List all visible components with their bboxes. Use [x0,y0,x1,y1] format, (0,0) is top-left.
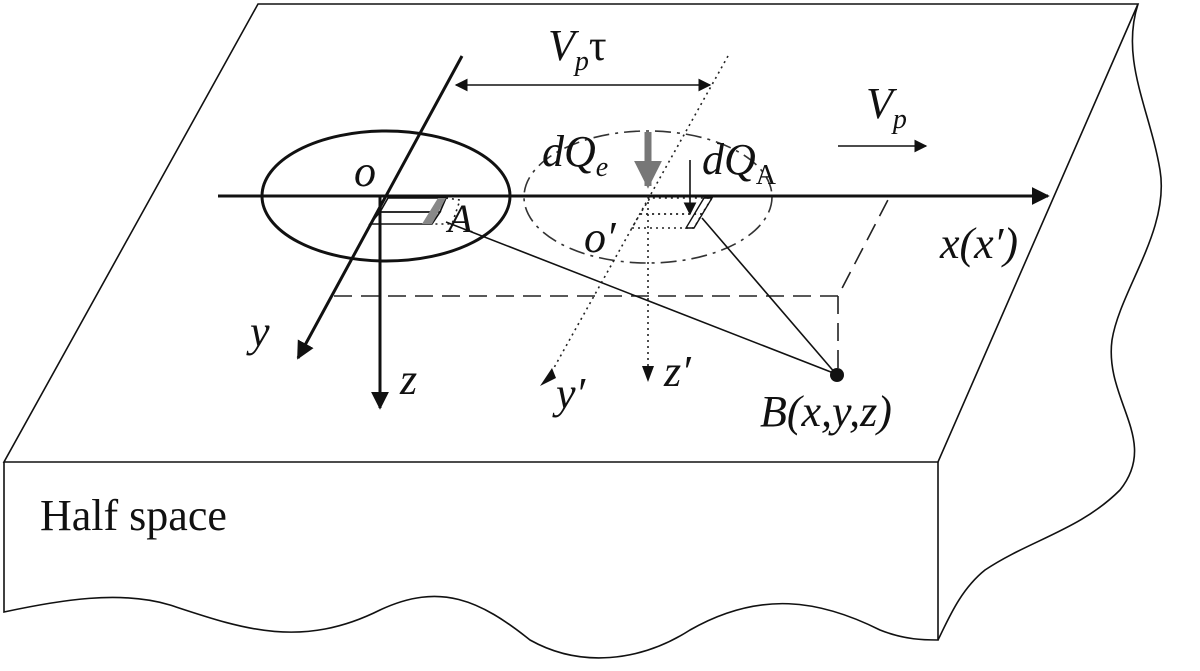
right-face-outline [937,3,1163,641]
half-space-label: Half space [40,491,227,540]
vp-label: Vp [866,79,907,135]
origin-label: o [354,147,376,196]
front-face-outline [3,462,939,659]
origin-prime-label: o′ [584,213,617,262]
z-axis-label: z [399,355,417,404]
dqe-label: dQe [542,127,608,183]
point-b-label: B(x,y,z) [760,387,892,436]
y-axis-label: y [246,307,270,356]
dqa-label: dQA [702,135,777,191]
point-b-marker [830,368,844,382]
y-prime-axis-label: y′ [552,369,587,418]
y-prime-arrowhead [540,368,556,386]
x-axis-label: x(x′) [939,219,1018,268]
element-at-o-prime [630,197,714,229]
line-a-to-b [445,221,837,375]
vp-tau-label: Vpτ [548,21,607,77]
line-dqa-to-b [701,217,837,375]
half-space-block [2,3,1163,659]
element-at-a [368,197,462,225]
z-prime-arrowhead [642,366,654,382]
z-prime-axis-label: z′ [663,347,692,396]
point-a-label: A [445,196,473,241]
